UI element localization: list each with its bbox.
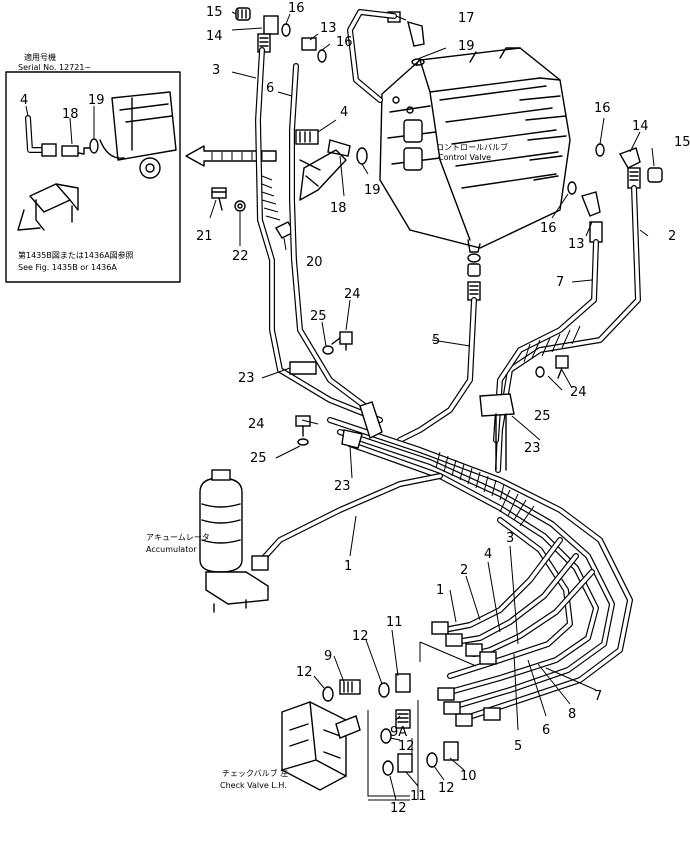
callout-3-bundle: 3 bbox=[506, 531, 514, 546]
callout-12-bottom: 12 bbox=[390, 801, 407, 816]
callout-11-top: 11 bbox=[386, 615, 403, 630]
control-valve: コントロールバルブ Control Valve bbox=[379, 47, 571, 253]
callout-21: 21 bbox=[196, 229, 213, 244]
callout-24-upper: 24 bbox=[344, 287, 361, 302]
callout-19-inset: 19 bbox=[88, 93, 105, 108]
inset-valve-block bbox=[111, 91, 177, 161]
callout-numbers: 15 16 14 13 16 17 19 3 6 4 19 18 16 14 1… bbox=[196, 1, 690, 816]
callout-4-bundle: 4 bbox=[484, 547, 492, 562]
callout-3-top: 3 bbox=[212, 63, 220, 78]
callout-10: 10 bbox=[460, 769, 477, 784]
callout-15-right: 15 bbox=[674, 135, 690, 150]
callout-4-inset: 4 bbox=[20, 93, 28, 108]
inset-frame bbox=[5, 71, 181, 283]
inset-elbow-18 bbox=[61, 145, 79, 157]
callout-7-bundle: 7 bbox=[594, 689, 602, 704]
callout-6-top: 6 bbox=[266, 81, 274, 96]
callout-18-valve: 18 bbox=[330, 201, 347, 216]
callout-16-lower: 16 bbox=[540, 221, 557, 236]
spiral-guards bbox=[261, 175, 581, 527]
callout-6-bundle: 6 bbox=[542, 723, 550, 738]
callout-18-inset: 18 bbox=[62, 107, 79, 122]
check-valve-fittings bbox=[322, 621, 501, 801]
callout-2-bundle: 2 bbox=[460, 563, 468, 578]
control-valve-label-en: Control Valve bbox=[438, 153, 491, 162]
callout-19-top: 19 bbox=[458, 39, 475, 54]
callout-23-left: 23 bbox=[238, 371, 255, 386]
detail-arrow bbox=[185, 145, 277, 167]
callout-15-top: 15 bbox=[206, 5, 223, 20]
callout-9: 9 bbox=[324, 649, 332, 664]
callout-2-right: 2 bbox=[668, 229, 676, 244]
callout-8: 8 bbox=[568, 707, 576, 722]
callout-12-bottom-right: 12 bbox=[438, 781, 455, 796]
inset-serial-detail: 適用号機 Serial No. 12721~ 4 18 19 第1435B図また… bbox=[5, 52, 181, 283]
accumulator-label-jp: アキュームレータ bbox=[146, 533, 210, 542]
callout-20: 20 bbox=[306, 255, 323, 270]
check-valve: チェックバルブ 左 Check Valve L.H. bbox=[220, 701, 361, 791]
callout-1-bundle: 1 bbox=[436, 583, 444, 598]
callout-9A: 9A bbox=[390, 725, 407, 740]
control-valve-label-jp: コントロールバルブ bbox=[436, 142, 508, 152]
callout-14-right: 14 bbox=[632, 119, 649, 134]
bolts-upper bbox=[211, 187, 295, 239]
bolts-lower bbox=[295, 331, 569, 446]
callout-5-bundle: 5 bbox=[514, 739, 522, 754]
callout-24-right: 24 bbox=[570, 385, 587, 400]
callout-5-mid: 5 bbox=[432, 333, 440, 348]
callout-14-top: 14 bbox=[206, 29, 223, 44]
callout-11-bottom: 11 bbox=[410, 789, 427, 804]
callout-16-right: 16 bbox=[594, 101, 611, 116]
inset-fitting-4 bbox=[41, 143, 57, 157]
callout-25-left: 25 bbox=[250, 451, 267, 466]
callout-23-right: 23 bbox=[524, 441, 541, 456]
callout-16-second: 16 bbox=[336, 35, 353, 50]
callout-13-lower: 13 bbox=[568, 237, 585, 252]
callout-12-left: 12 bbox=[296, 665, 313, 680]
inset-ref-jp: 第1435B図または1436A図参照 bbox=[18, 250, 134, 260]
callout-12-mid: 12 bbox=[398, 739, 415, 754]
callout-13-top: 13 bbox=[320, 21, 337, 36]
callout-7-right: 7 bbox=[556, 275, 564, 290]
check-valve-label-en: Check Valve L.H. bbox=[220, 781, 287, 790]
inset-serial: Serial No. 12721~ bbox=[18, 63, 91, 72]
accumulator: アキュームレータ Accumulator bbox=[146, 469, 269, 613]
callout-12-top: 12 bbox=[352, 629, 369, 644]
hoses bbox=[255, 9, 641, 723]
inset-oring-19 bbox=[89, 138, 99, 154]
callout-17: 17 bbox=[458, 11, 475, 26]
leader-lines bbox=[209, 11, 655, 801]
callout-22: 22 bbox=[232, 249, 249, 264]
clamps bbox=[289, 361, 515, 471]
callout-25-right: 25 bbox=[534, 409, 551, 424]
accumulator-label-en: Accumulator bbox=[146, 545, 197, 554]
callout-4-valve: 4 bbox=[340, 105, 348, 120]
callout-25-upper: 25 bbox=[310, 309, 327, 324]
callout-24-left: 24 bbox=[248, 417, 265, 432]
callout-19-valve: 19 bbox=[364, 183, 381, 198]
callout-16-top: 16 bbox=[288, 1, 305, 16]
callout-23-center: 23 bbox=[334, 479, 351, 494]
inset-title-jp: 適用号機 bbox=[24, 52, 56, 62]
inset-ref-en: See Fig. 1435B or 1436A bbox=[18, 263, 117, 272]
callout-1-accumulator: 1 bbox=[344, 559, 352, 574]
check-valve-label-jp: チェックバルブ 左 bbox=[222, 768, 288, 778]
